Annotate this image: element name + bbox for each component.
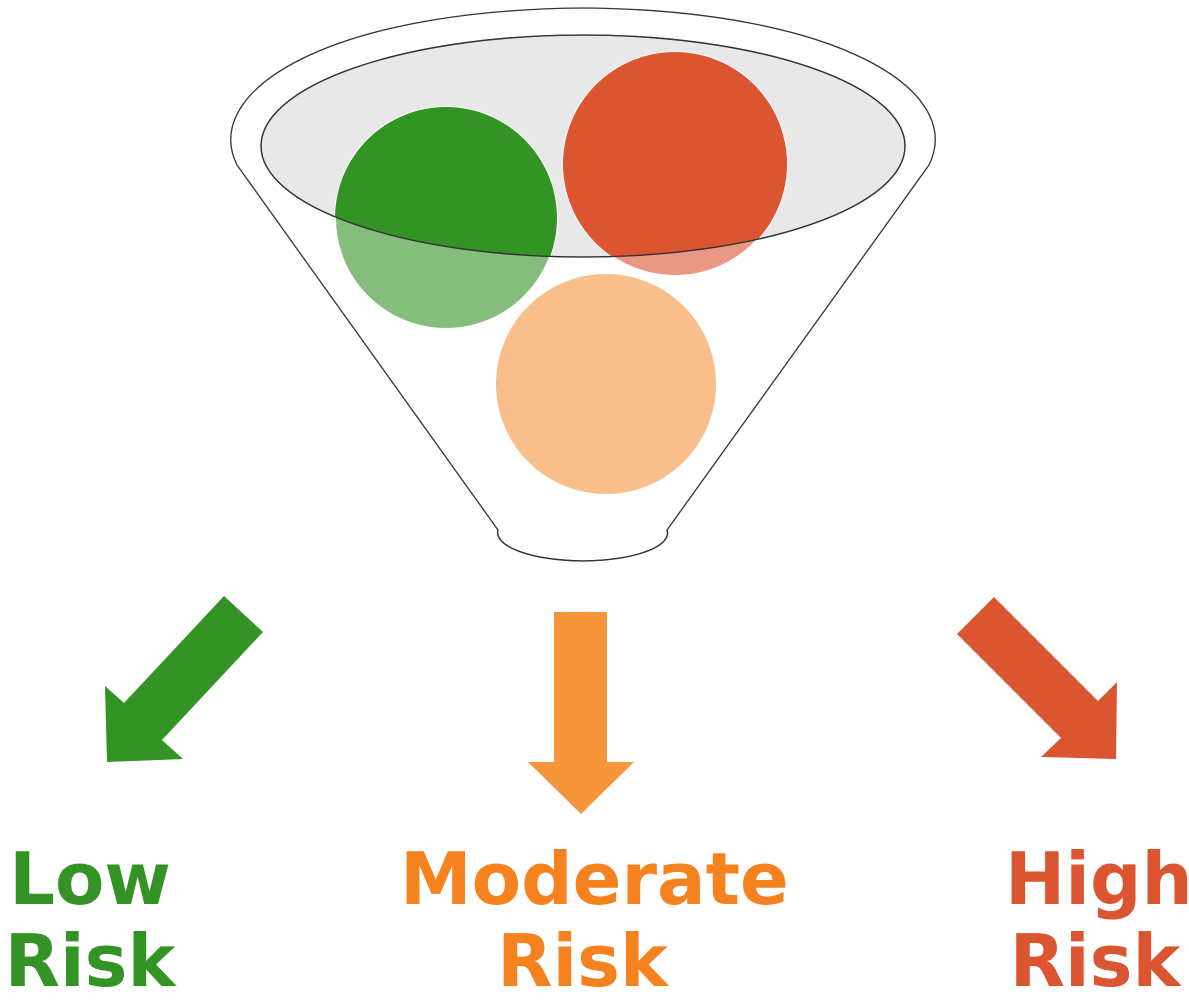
high-risk-label-line1: High	[1005, 837, 1189, 921]
high-risk-arrow	[957, 597, 1117, 759]
moderate-risk-label-line2: Risk	[497, 919, 668, 1003]
output-arrows	[105, 596, 1117, 814]
high-risk-label-line2: Risk	[1009, 919, 1181, 1003]
low-risk-label-line1: Low	[9, 837, 171, 921]
low-risk-label-line2: Risk	[4, 919, 176, 1003]
low-risk-label: Low Risk	[0, 838, 180, 1002]
moderate-risk-label-line1: Moderate	[400, 837, 789, 921]
moderate-risk-label: Moderate Risk	[400, 837, 789, 1003]
moderate-risk-ball	[494, 272, 718, 496]
high-risk-ball-inner	[563, 52, 787, 257]
low-risk-ball-inner	[335, 107, 557, 257]
funnel-opening-rim	[260, 34, 906, 258]
moderate-risk-arrow	[528, 612, 634, 814]
funnel-balls	[260, 34, 906, 496]
low-risk-arrow	[105, 596, 263, 762]
high-risk-label: High Risk	[1005, 837, 1189, 1003]
funnel-spout	[497, 529, 669, 562]
